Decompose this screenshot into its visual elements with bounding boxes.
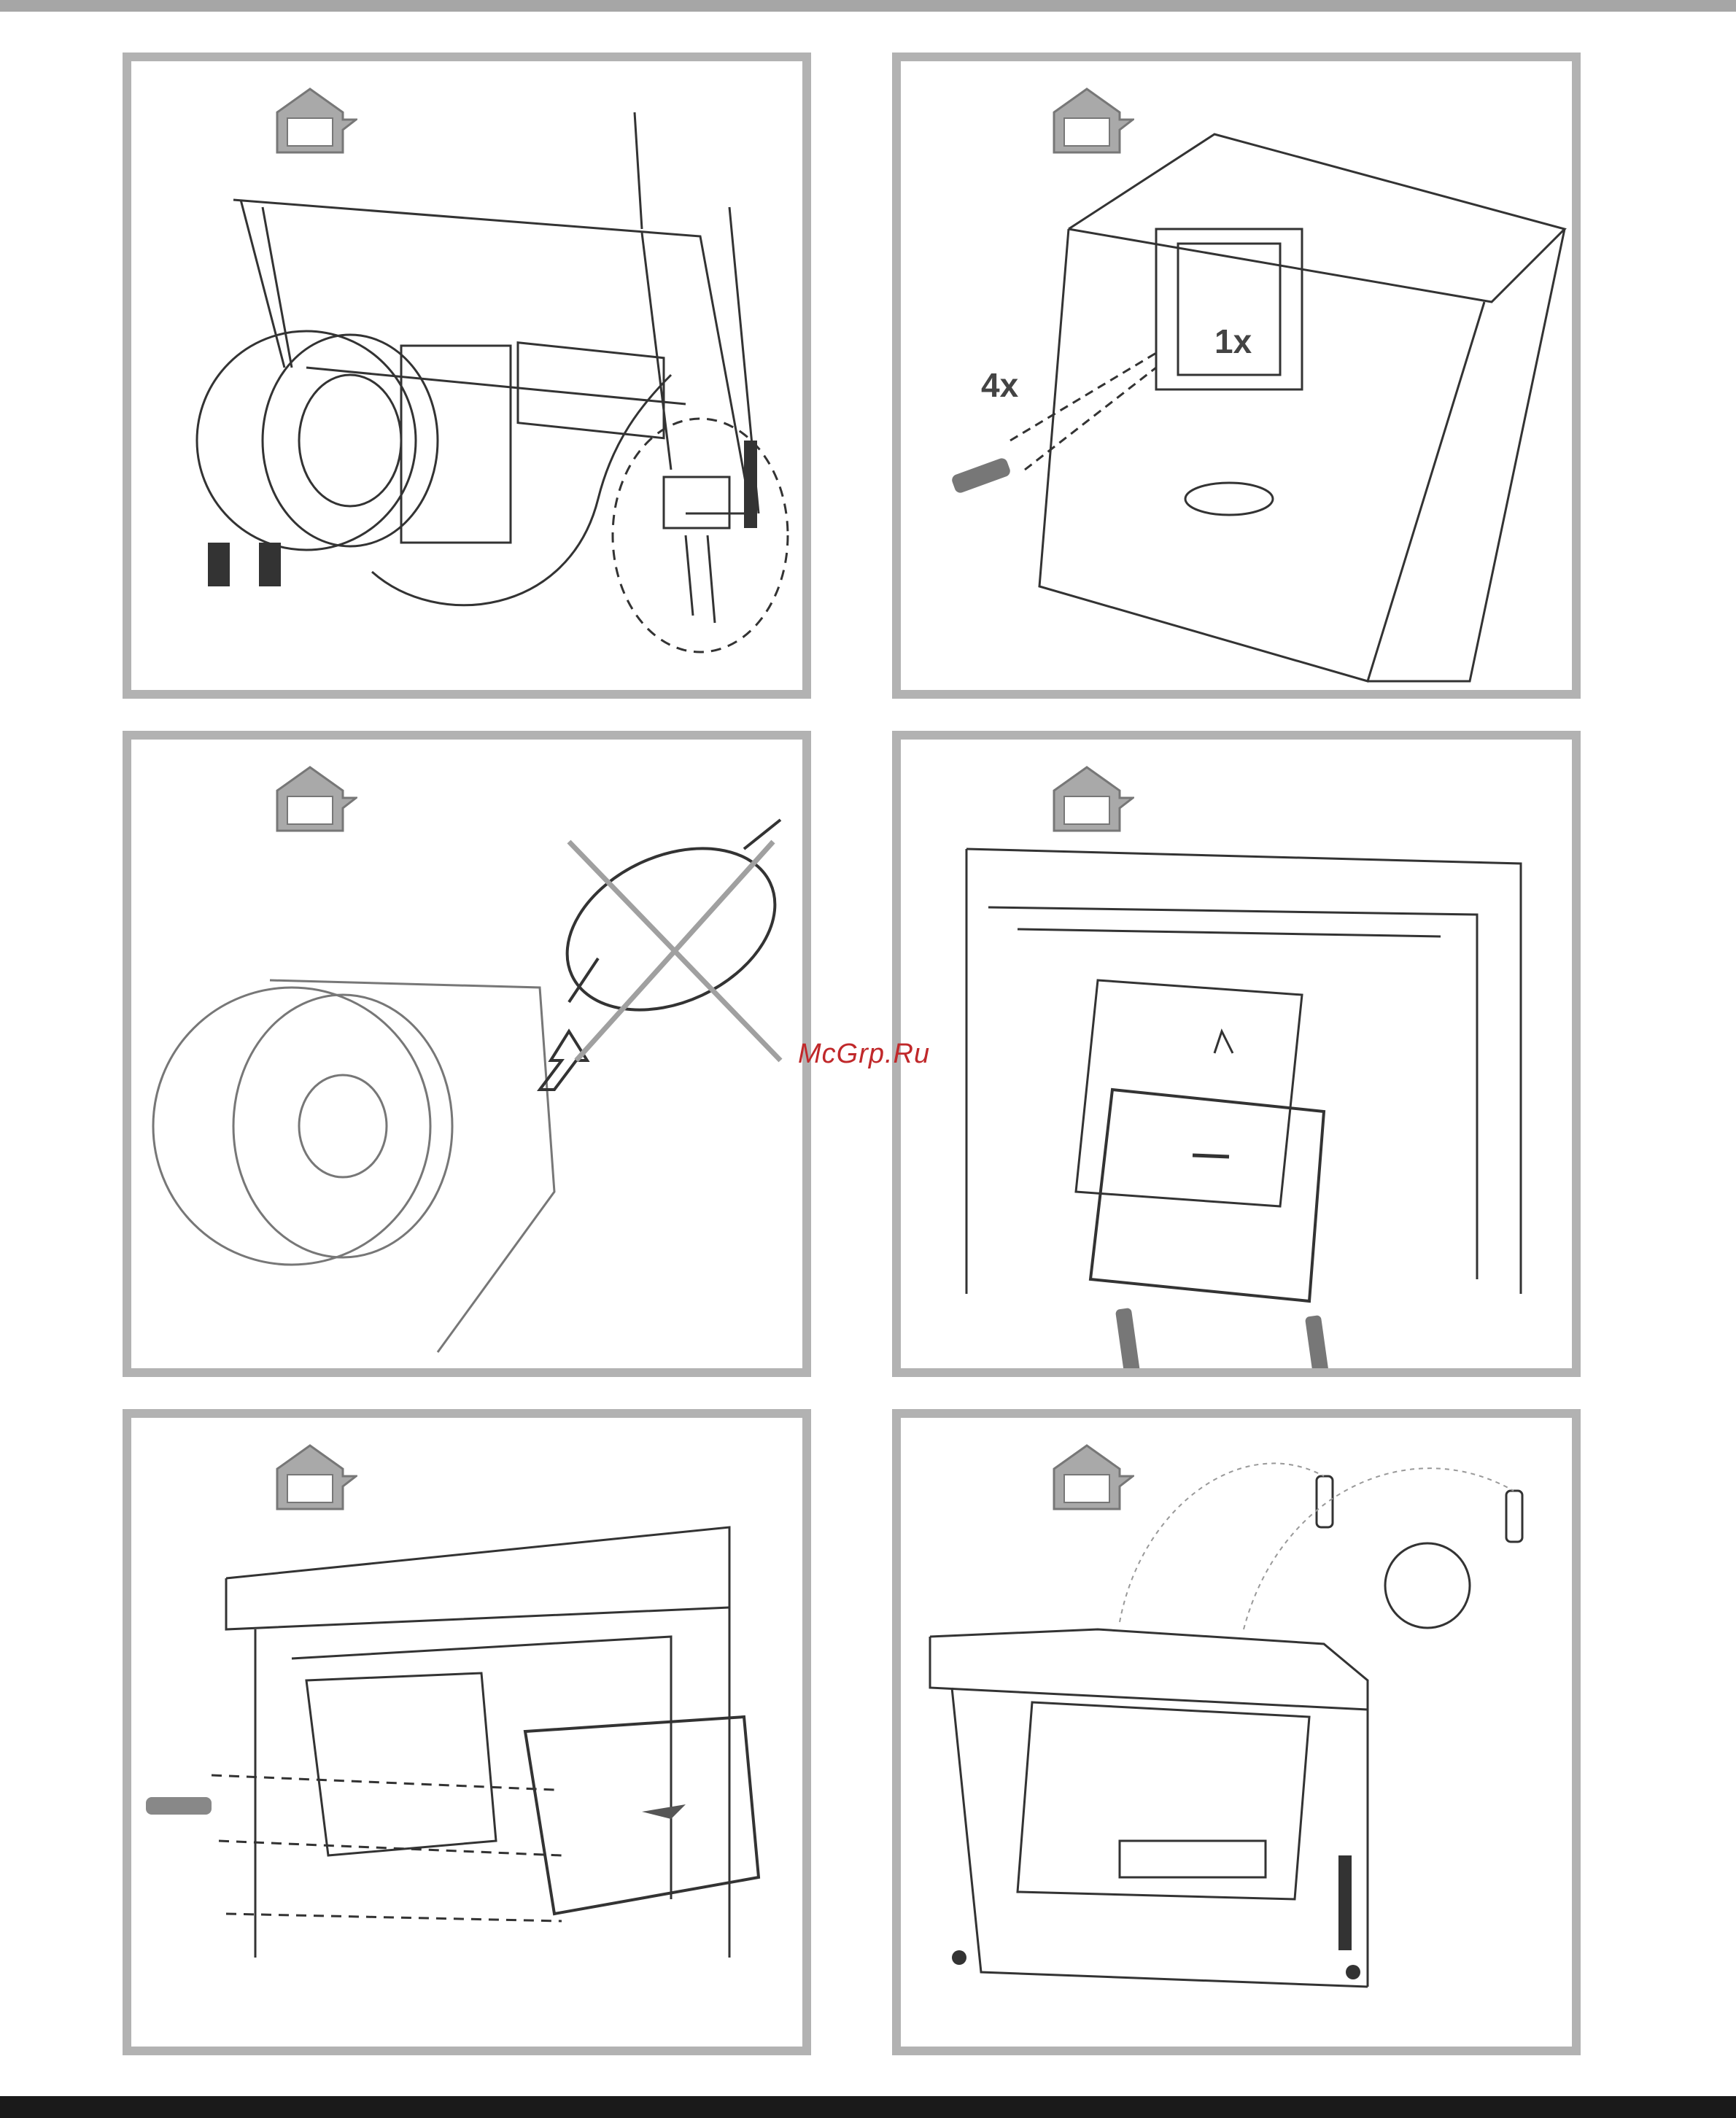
illustration-hood-top-screws: 4x 1x <box>901 61 1572 690</box>
top-bar <box>0 0 1736 12</box>
panel-step-4 <box>892 731 1581 1377</box>
label-1x: 1x <box>1214 322 1252 360</box>
panel-step-5 <box>123 1409 811 2055</box>
illustration-motor-wiring <box>131 61 802 690</box>
illustration-plate-mounting <box>901 740 1572 1368</box>
bottom-bar <box>0 2096 1736 2118</box>
panel-step-1 <box>123 53 811 699</box>
illustration-motor-no-cable <box>131 740 802 1368</box>
illustration-assembled-hood <box>901 1418 1572 2047</box>
panel-step-6 <box>892 1409 1581 2055</box>
illustration-side-plate <box>131 1418 802 2047</box>
label-4x: 4x <box>981 366 1019 404</box>
panel-step-3 <box>123 731 811 1377</box>
panel-step-2: 4x 1x <box>892 53 1581 699</box>
watermark-text: McGrp.Ru <box>798 1039 930 1070</box>
